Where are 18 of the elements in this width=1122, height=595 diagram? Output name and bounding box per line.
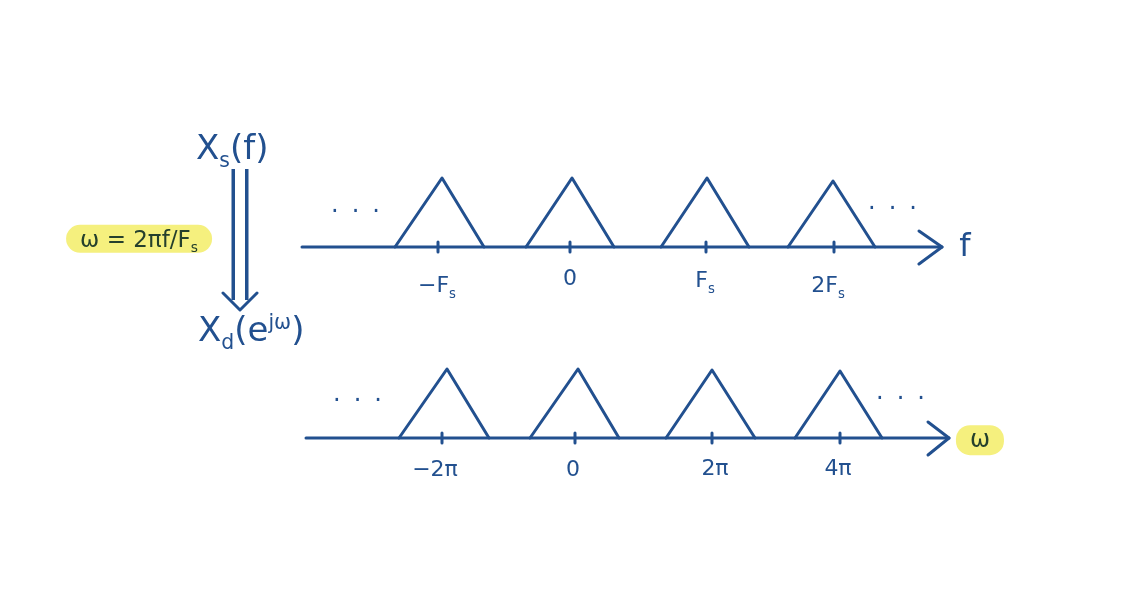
axis-label: f	[959, 226, 971, 264]
edge-label: ω = 2πf/F$_{s}$	[66, 224, 212, 253]
tick-label: 0	[563, 265, 577, 291]
tick-label: 0	[566, 456, 580, 482]
double-arrow	[221, 169, 259, 312]
tick-label: −F$_{s}$	[418, 272, 456, 298]
ellipsis: ...	[876, 378, 938, 406]
tick-label: 2π	[701, 455, 729, 481]
ellipsis: ...	[331, 191, 393, 219]
tick-label: F$_{s}$	[695, 267, 715, 293]
formula-text: X$_{s}$(f)	[196, 128, 269, 168]
tick-label: 2F$_{s}$	[811, 272, 845, 298]
axis-label: ω	[955, 425, 1005, 455]
tick-label: −2π	[412, 456, 458, 482]
ellipsis: ...	[333, 380, 395, 408]
tick-label: 4π	[824, 455, 852, 481]
ellipsis: ...	[868, 188, 930, 216]
formula-text: X$_{d}$(e$^{jω}$)	[198, 310, 305, 350]
